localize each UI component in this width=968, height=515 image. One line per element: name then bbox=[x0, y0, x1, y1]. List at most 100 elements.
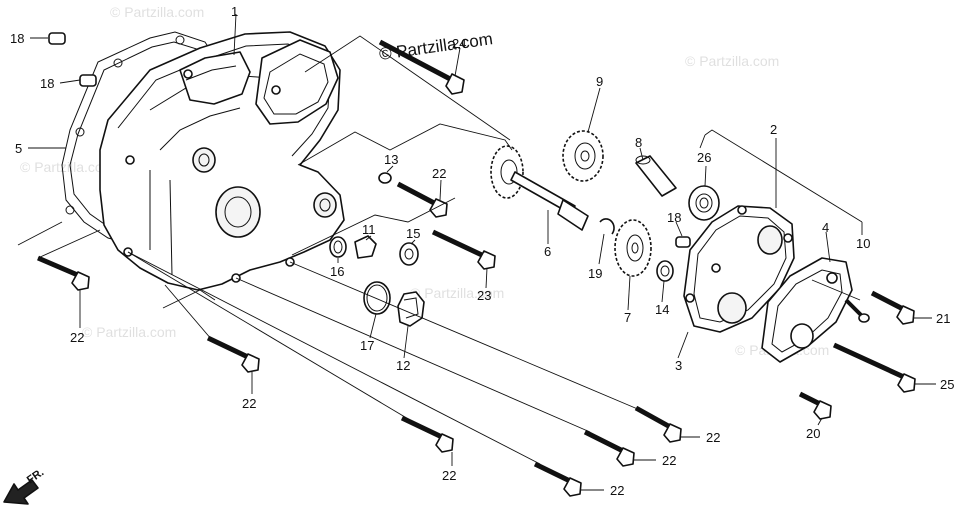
leader-26 bbox=[704, 165, 707, 187]
leader bbox=[37, 229, 101, 259]
callout-numbers: 1 2 3 4 5 6 7 8 9 10 11 12 13 14 15 16 1… bbox=[10, 4, 954, 498]
bearing-26 bbox=[688, 185, 720, 221]
copyright-text: © Partzilla.com bbox=[378, 29, 494, 64]
leader bbox=[297, 123, 513, 166]
dowel-pin bbox=[48, 32, 66, 45]
oring-16 bbox=[329, 236, 347, 258]
oil-pump-shaft-assembly bbox=[490, 130, 677, 282]
bolt-24-head bbox=[445, 73, 465, 95]
leader-18c bbox=[675, 221, 683, 237]
dowel-pins-top-left bbox=[48, 32, 97, 87]
bolt-22-left-shank bbox=[37, 255, 81, 279]
leader-13 bbox=[386, 165, 394, 173]
plug-11 bbox=[354, 235, 377, 259]
callout-3: 3 bbox=[675, 358, 682, 373]
shaft-6-spline bbox=[557, 199, 589, 231]
watermark-left: © Partzilla.com bbox=[20, 159, 114, 175]
bolt-22-right-head bbox=[663, 423, 682, 443]
shaft-gear-left-hub bbox=[500, 159, 518, 185]
bolt-22-mid-head bbox=[616, 447, 635, 467]
crankcase-cover-illustration bbox=[61, 31, 345, 291]
cover-main-bore-inner bbox=[224, 196, 252, 228]
callout-23: 23 bbox=[477, 288, 491, 303]
callout-21: 21 bbox=[936, 311, 950, 326]
bolt-25-shank bbox=[832, 342, 908, 381]
leader bbox=[17, 221, 63, 246]
leader bbox=[235, 277, 591, 433]
front-arrow-icon bbox=[3, 479, 39, 505]
oil-filter-parts bbox=[329, 235, 425, 327]
callout-25: 25 bbox=[940, 377, 954, 392]
leader-lines bbox=[17, 13, 936, 491]
leader-4 bbox=[825, 231, 831, 263]
leader bbox=[164, 284, 213, 341]
pin-8 bbox=[635, 155, 677, 197]
watermarks: © Partzilla.com © Partzilla.com © Partzi… bbox=[20, 4, 829, 358]
callout-13: 13 bbox=[384, 152, 398, 167]
callout-22-bottom: 22 bbox=[442, 468, 456, 483]
bolt-23-head bbox=[477, 250, 496, 270]
callout-19: 19 bbox=[588, 266, 602, 281]
bolt-22-bottom2-shank bbox=[533, 461, 574, 485]
gear-9-hub bbox=[574, 142, 596, 170]
bolt-22-lower-left-head bbox=[241, 353, 260, 373]
cover-bolt-hole bbox=[183, 69, 193, 79]
washer-14 bbox=[656, 260, 674, 282]
leader-20 bbox=[817, 417, 823, 426]
leader-9 bbox=[587, 87, 601, 133]
leader-22-upper bbox=[439, 179, 442, 201]
gear-9 bbox=[562, 130, 604, 182]
leader bbox=[699, 134, 706, 149]
pump-gasket-4-hole-small bbox=[826, 272, 838, 284]
bolt-22-right-shank bbox=[634, 405, 674, 431]
pump-cover-hole bbox=[783, 233, 793, 243]
leader bbox=[811, 279, 861, 301]
cover-side-boss bbox=[313, 192, 337, 218]
clip-19 bbox=[599, 218, 615, 235]
gear-9-bore bbox=[580, 150, 590, 162]
oring-17-inner bbox=[366, 284, 388, 312]
callout-7: 7 bbox=[624, 310, 631, 325]
leader bbox=[304, 35, 511, 141]
bolt-25-head bbox=[897, 373, 916, 393]
leader-17 bbox=[369, 313, 377, 339]
callout-11: 11 bbox=[362, 222, 376, 237]
bolts bbox=[37, 39, 916, 497]
gear-7 bbox=[614, 219, 652, 277]
pump-cover-hole bbox=[685, 293, 695, 303]
pump-cover-hole bbox=[737, 205, 747, 215]
leader bbox=[289, 261, 641, 411]
cover-bolt-hole bbox=[271, 85, 281, 95]
oring-17 bbox=[363, 281, 391, 315]
pump-cover-assembly bbox=[675, 185, 870, 363]
bearing-26-bore bbox=[699, 197, 709, 209]
callout-9: 9 bbox=[596, 74, 603, 89]
leader-8 bbox=[639, 147, 644, 161]
watermark-top-right: © Partzilla.com bbox=[685, 53, 779, 69]
callout-17: 17 bbox=[360, 338, 374, 353]
cover-main-bore bbox=[215, 186, 261, 238]
dowel-pin bbox=[79, 74, 97, 87]
cover-small-bore bbox=[192, 147, 216, 173]
leader bbox=[127, 251, 411, 421]
cover-side-boss-inner bbox=[319, 198, 331, 212]
screw-10-head bbox=[858, 313, 870, 323]
bolt-22-bottom-shank bbox=[400, 415, 446, 441]
callout-22-left: 22 bbox=[70, 330, 84, 345]
watermark-center: © Partzilla.com bbox=[410, 285, 504, 301]
callout-18-mid: 18 bbox=[40, 76, 54, 91]
gasket-hole bbox=[175, 35, 185, 45]
cover-rib bbox=[159, 107, 241, 151]
callout-8: 8 bbox=[635, 135, 642, 150]
callout-15: 15 bbox=[406, 226, 420, 241]
cap-12 bbox=[397, 291, 425, 327]
washer-14-inner bbox=[660, 265, 670, 277]
callout-5: 5 bbox=[15, 141, 22, 156]
callout-18-right: 18 bbox=[667, 210, 681, 225]
leader-12 bbox=[403, 325, 409, 359]
callout-24: 24 bbox=[452, 36, 466, 51]
callout-26: 26 bbox=[697, 150, 711, 165]
dowel-pin-18 bbox=[675, 236, 691, 248]
cover-rib bbox=[169, 179, 173, 276]
bolt-22-bottom-head bbox=[435, 433, 454, 453]
